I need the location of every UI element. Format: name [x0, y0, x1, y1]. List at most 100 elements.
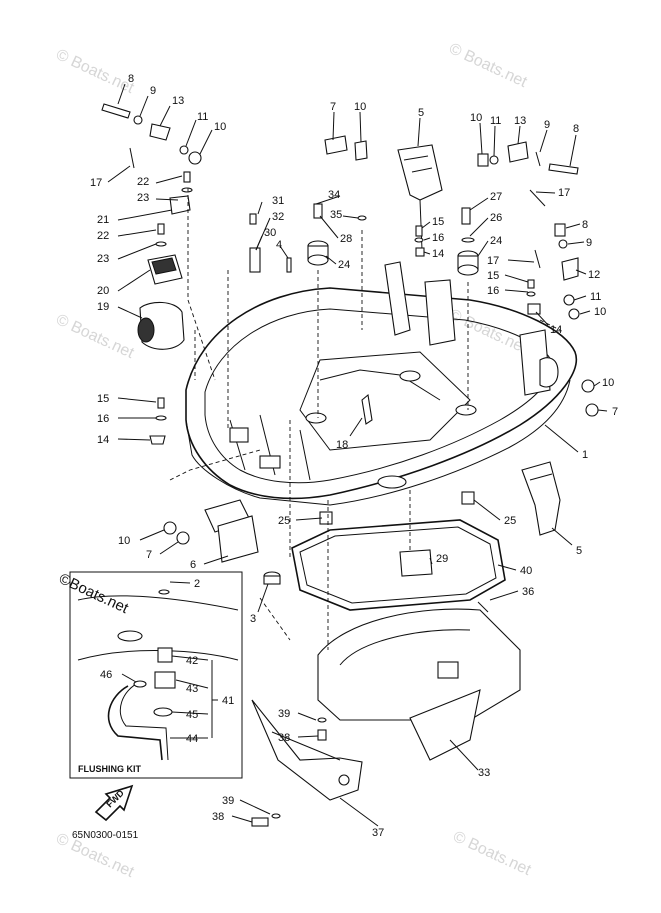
bottom-cowling	[185, 261, 577, 506]
callout-38-mid: 38	[278, 732, 290, 744]
callout-5-top: 5	[418, 107, 424, 119]
callout-11-top-right: 11	[490, 115, 501, 127]
callout-34: 34	[328, 189, 340, 201]
callout-10-right: 10	[594, 306, 606, 318]
callout-8-top-right: 8	[573, 123, 579, 135]
callout-41: 41	[222, 695, 234, 707]
callout-21: 21	[97, 214, 109, 226]
callout-22-a: 22	[137, 176, 149, 188]
hardware-left-lower	[149, 393, 475, 585]
callout-28: 28	[340, 233, 352, 245]
fwd-arrow: FWD	[94, 784, 134, 822]
callout-5-lower: 5	[576, 545, 582, 557]
callout-7-right: 7	[612, 406, 618, 418]
watermark-top-left: © Boats.net	[53, 46, 137, 97]
callout-12: 12	[588, 269, 600, 281]
callout-16-mid: 16	[432, 232, 444, 244]
callout-14-mid: 14	[432, 248, 444, 260]
callout-37: 37	[372, 827, 384, 839]
grommet-24-left	[307, 240, 329, 266]
callout-15-right: 15	[487, 270, 499, 282]
callout-35: 35	[330, 209, 342, 221]
callout-9-top-right: 9	[544, 119, 550, 131]
callout-30: 30	[264, 227, 276, 239]
lower-cover-33	[317, 601, 521, 761]
callout-16-left: 16	[97, 413, 109, 425]
callout-20: 20	[97, 285, 109, 297]
callout-27: 27	[490, 191, 502, 203]
callout-25-right: 25	[504, 515, 516, 527]
callout-4: 4	[276, 239, 282, 251]
callout-2: 2	[194, 578, 200, 590]
callout-14-left: 14	[97, 434, 109, 446]
watermark-mid-left: © Boats.net	[53, 311, 137, 362]
callout-11-right: 11	[590, 291, 601, 303]
callout-6: 6	[190, 559, 196, 571]
callout-22-b: 22	[97, 230, 109, 242]
callout-13-top-right: 13	[514, 115, 526, 127]
assembly-paths	[169, 188, 561, 650]
callout-25-left: 25	[278, 515, 290, 527]
seal-40	[291, 519, 506, 611]
flushing-kit-label: FLUSHING KIT	[78, 764, 141, 774]
callout-numbers: 8 9 13 11 10 17 22 23 21 22 23 20 19 31 …	[90, 73, 618, 839]
fwd-label: FWD	[104, 787, 126, 809]
callout-13-top-left: 13	[172, 95, 184, 107]
grommet-24-right	[457, 250, 479, 276]
callout-9-right: 9	[586, 237, 592, 249]
callout-17-right-lower: 17	[487, 255, 499, 267]
callout-44: 44	[186, 733, 198, 745]
watermark-inset: ©Boats.net	[56, 570, 131, 617]
callout-39-mid: 39	[278, 708, 290, 720]
watermark-mid-right: © Boats.net	[446, 306, 530, 357]
callout-7-top: 7	[330, 101, 336, 113]
callout-33: 33	[478, 767, 490, 779]
watermark-bottom-right: © Boats.net	[450, 828, 534, 879]
hardware-top-right	[414, 141, 599, 417]
hardware-top-left	[101, 103, 368, 350]
callout-23-a: 23	[137, 192, 149, 204]
callout-19: 19	[97, 301, 109, 313]
callout-15-mid: 15	[432, 216, 444, 228]
callout-10-top-left: 10	[214, 121, 226, 133]
lower-panel-37	[251, 699, 363, 827]
callout-7-lower-left: 7	[146, 549, 152, 561]
callout-26: 26	[490, 212, 502, 224]
callout-42: 42	[186, 655, 198, 667]
drawing-code: 65N0300-0151	[72, 830, 139, 841]
callout-29: 29	[436, 553, 448, 565]
watermark-top-right: © Boats.net	[446, 40, 530, 91]
callout-10-right-lower: 10	[602, 377, 614, 389]
callout-40: 40	[520, 565, 532, 577]
callout-3: 3	[250, 613, 256, 625]
callout-1: 1	[582, 449, 588, 461]
callout-36: 36	[522, 586, 534, 598]
callout-45: 45	[186, 709, 198, 721]
callout-17-top-left: 17	[90, 177, 102, 189]
callout-14-right: 14	[550, 324, 562, 336]
callout-9-top-left: 9	[150, 85, 156, 97]
callout-10-top-right: 10	[470, 112, 482, 124]
callout-24-right: 24	[490, 235, 502, 247]
callout-23-b: 23	[97, 253, 109, 265]
leader-lines	[107, 83, 608, 827]
callout-16-right: 16	[487, 285, 499, 297]
callout-39-bottom: 39	[222, 795, 234, 807]
callout-11-top-left: 11	[197, 111, 208, 123]
callout-10-lower-left: 10	[118, 535, 130, 547]
callout-17-right: 17	[558, 187, 570, 199]
upper-bracket-5	[397, 144, 443, 251]
callout-31: 31	[272, 195, 284, 207]
callout-46: 46	[100, 669, 112, 681]
callout-8-top-left: 8	[128, 73, 134, 85]
callout-38-bottom: 38	[212, 811, 224, 823]
callout-32: 32	[272, 211, 284, 223]
callout-24-left: 24	[338, 259, 350, 271]
callout-10-top-mid: 10	[354, 101, 366, 113]
callout-43: 43	[186, 683, 198, 695]
part-5-lower	[521, 461, 561, 536]
callout-18: 18	[336, 439, 348, 451]
callout-15-left: 15	[97, 393, 109, 405]
callout-8-right: 8	[582, 219, 588, 231]
